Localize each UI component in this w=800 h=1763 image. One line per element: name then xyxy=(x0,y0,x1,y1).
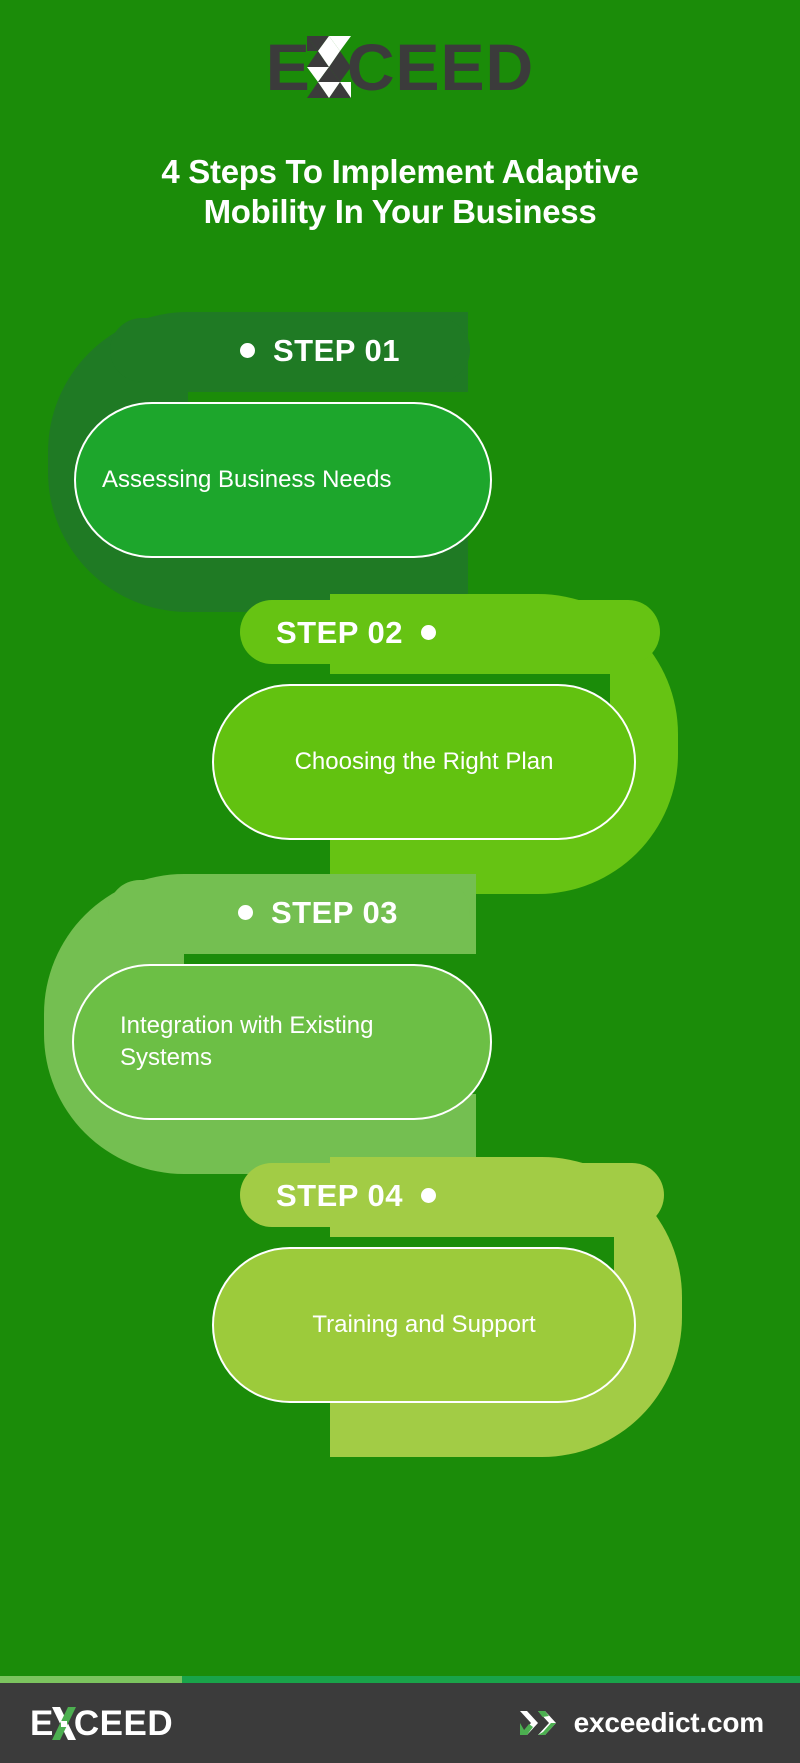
step-block-4: STEP 04 Training and Support xyxy=(0,1145,800,1465)
footer-logo[interactable]: E CEED xyxy=(30,1706,173,1741)
step-label-1: STEP 01 xyxy=(273,332,401,368)
step-bullet-dot-1 xyxy=(240,342,255,358)
step-label-pill-2[interactable]: STEP 02 xyxy=(240,600,660,664)
brand-logo-text-right: CEED xyxy=(346,30,535,104)
step-label-pill-4[interactable]: STEP 04 xyxy=(240,1163,664,1227)
footer-logo-x-icon xyxy=(51,1706,76,1740)
step-bullet-dot-2 xyxy=(421,624,437,640)
page-title-line-1: 4 Steps To Implement Adaptive xyxy=(161,153,639,190)
step-block-1: STEP 01 Assessing Business Needs xyxy=(0,300,800,620)
page-title-line-2: Mobility In Your Business xyxy=(203,193,597,231)
step-label-pill-1[interactable]: STEP 01 xyxy=(110,318,470,382)
step-title-3: Integration with Existing Systems xyxy=(120,1011,374,1071)
brand-logo-text-left: E xyxy=(265,30,311,104)
step-card-1[interactable]: Assessing Business Needs xyxy=(74,402,492,558)
step-label-2: STEP 02 xyxy=(276,614,404,650)
steps-stage: STEP 01 Assessing Business Needs STEP 02… xyxy=(0,300,800,1500)
accent-divider-right xyxy=(182,1676,800,1683)
footer-website-link[interactable]: exceedict.com xyxy=(518,1708,770,1738)
step-title-1: Assessing Business Needs xyxy=(102,465,392,493)
step-label-3: STEP 03 xyxy=(271,894,399,930)
accent-divider-left xyxy=(0,1676,182,1683)
footer-bar: E CEED xyxy=(0,1683,800,1763)
step-bullet-dot-3 xyxy=(238,904,253,920)
step-card-3[interactable]: Integration with Existing Systems xyxy=(72,964,492,1120)
step-label-4: STEP 04 xyxy=(276,1177,404,1213)
step-title-2: Choosing the Right Plan xyxy=(294,747,554,775)
page-title: 4 Steps To Implement Adaptive Mobility I… xyxy=(10,152,790,233)
brand-logo-x-icon xyxy=(306,36,351,98)
brand-logo: E CEED xyxy=(0,28,800,106)
double-chevron-right-icon xyxy=(518,1708,560,1738)
step-bullet-dot-4 xyxy=(421,1187,437,1203)
step-card-4[interactable]: Training and Support xyxy=(212,1247,636,1403)
accent-divider xyxy=(0,1676,800,1683)
step-title-4: Training and Support xyxy=(312,1310,536,1338)
footer-logo-text-left: E xyxy=(30,1703,54,1743)
step-block-3: STEP 03 Integration with Existing System… xyxy=(0,862,800,1182)
step-label-pill-3[interactable]: STEP 03 xyxy=(108,880,470,944)
step-block-2: STEP 02 Choosing the Right Plan xyxy=(0,582,800,902)
footer-logo-text-right: CEED xyxy=(73,1703,174,1743)
step-card-2[interactable]: Choosing the Right Plan xyxy=(212,684,636,840)
footer-url-text: exceedict.com xyxy=(573,1707,765,1738)
